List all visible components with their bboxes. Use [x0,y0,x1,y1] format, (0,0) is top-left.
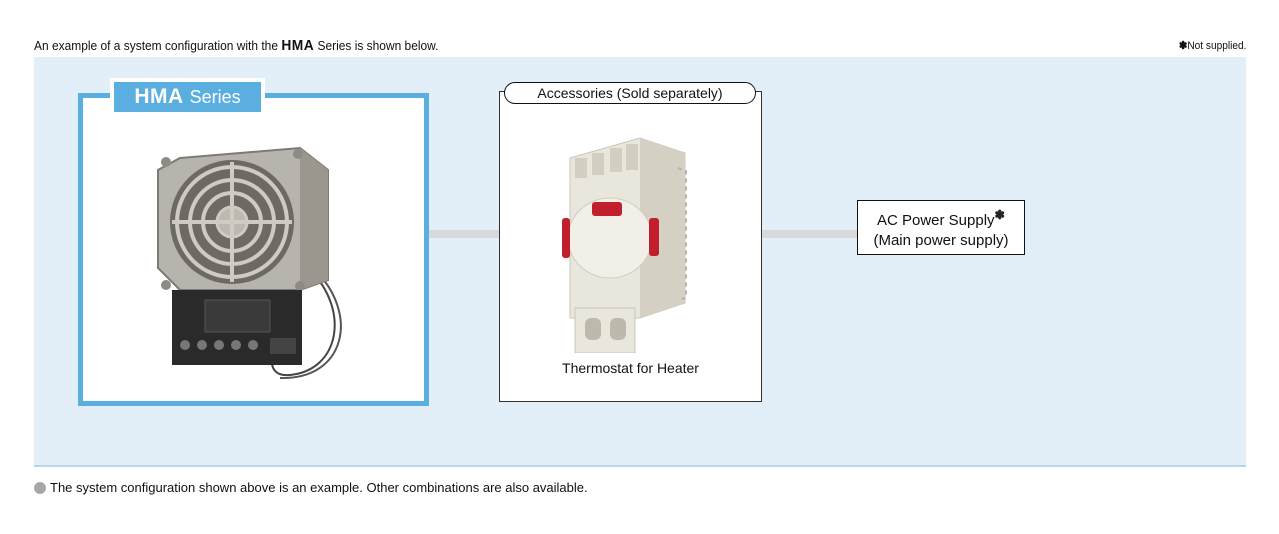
ac-power-supply-box: AC Power Supply✽ (Main power supply) [857,200,1025,255]
cable-heater-to-thermostat [330,230,560,238]
accessories-tag: Accessories (Sold separately) [504,82,756,104]
heater-image [157,146,342,380]
footnote: The system configuration shown above is … [34,480,588,495]
intro-series: HMA [281,37,315,54]
ac-power-line2: (Main power supply) [873,231,1009,249]
thermostat-image [562,137,687,353]
footnote-text: The system configuration shown above is … [50,480,588,495]
intro-suffix: Series is shown below. [317,38,439,53]
heater-series-name: HMA [134,85,184,108]
not-supplied-note: ✽Not supplied. [1178,39,1246,52]
intro-text: An example of a system configuration wit… [34,37,438,54]
heater-series-word: Series [189,86,241,107]
ac-power-star: ✽ [994,207,1006,222]
cable-thermostat-to-power [685,230,858,238]
note-text: Not supplied. [1186,40,1246,52]
ac-power-label: AC Power Supply [876,211,995,229]
intro-prefix: An example of a system configuration wit… [34,38,278,53]
bullet-icon [34,481,46,494]
ac-power-line1: AC Power Supply✽ [877,205,1005,231]
heater-series-tag: HMA Series [110,78,265,116]
note-star: ✽ [1178,40,1187,52]
thermostat-caption: Thermostat for Heater [562,360,699,376]
